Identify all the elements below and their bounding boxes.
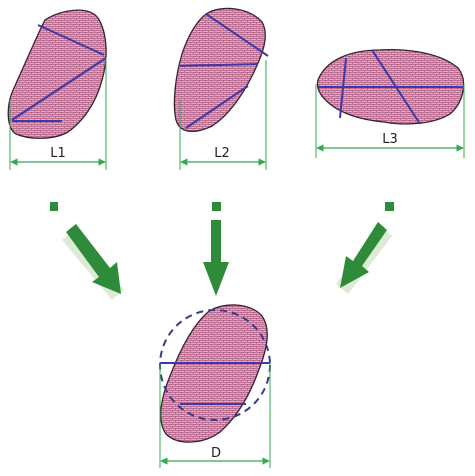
- particle-2: [173, 7, 269, 132]
- particle-result: [159, 304, 271, 443]
- particle-3: [316, 48, 465, 125]
- particle-1-chord-diagonal: [11, 57, 107, 121]
- particle-3-chord-diagonal: [371, 49, 421, 125]
- dimension-l3: L3: [315, 84, 465, 158]
- particle-2-chord-top: [205, 13, 269, 57]
- arrow-left-tail: [50, 202, 58, 211]
- particle-1-shape: [7, 9, 107, 139]
- particle-2-chord-diagonal: [185, 85, 249, 129]
- arrow-right-tail: [385, 202, 394, 211]
- arrow-right: [336, 202, 394, 294]
- arrow-right-body: [340, 222, 387, 288]
- label-l2: L2: [214, 146, 230, 161]
- label-d: D: [211, 446, 221, 461]
- dimension-l1: L1: [9, 58, 107, 170]
- particle-1: [7, 9, 107, 139]
- particle-2-shape: [173, 7, 266, 132]
- arrow-left-body: [66, 224, 121, 294]
- arrow-left: [50, 202, 124, 300]
- arrow-center: [203, 202, 229, 296]
- particle-3-chord-vertical: [339, 57, 347, 119]
- dimension-d: D: [159, 363, 271, 468]
- label-l1: L1: [50, 146, 66, 161]
- dimension-l2: L2: [179, 60, 267, 170]
- particle-1-chord-top: [37, 24, 105, 56]
- arrow-center-tail: [212, 202, 221, 211]
- label-l3: L3: [382, 132, 398, 147]
- arrow-center-body: [203, 220, 229, 296]
- particle-2-chord-middle: [179, 63, 259, 67]
- particle-result-shape: [160, 304, 268, 443]
